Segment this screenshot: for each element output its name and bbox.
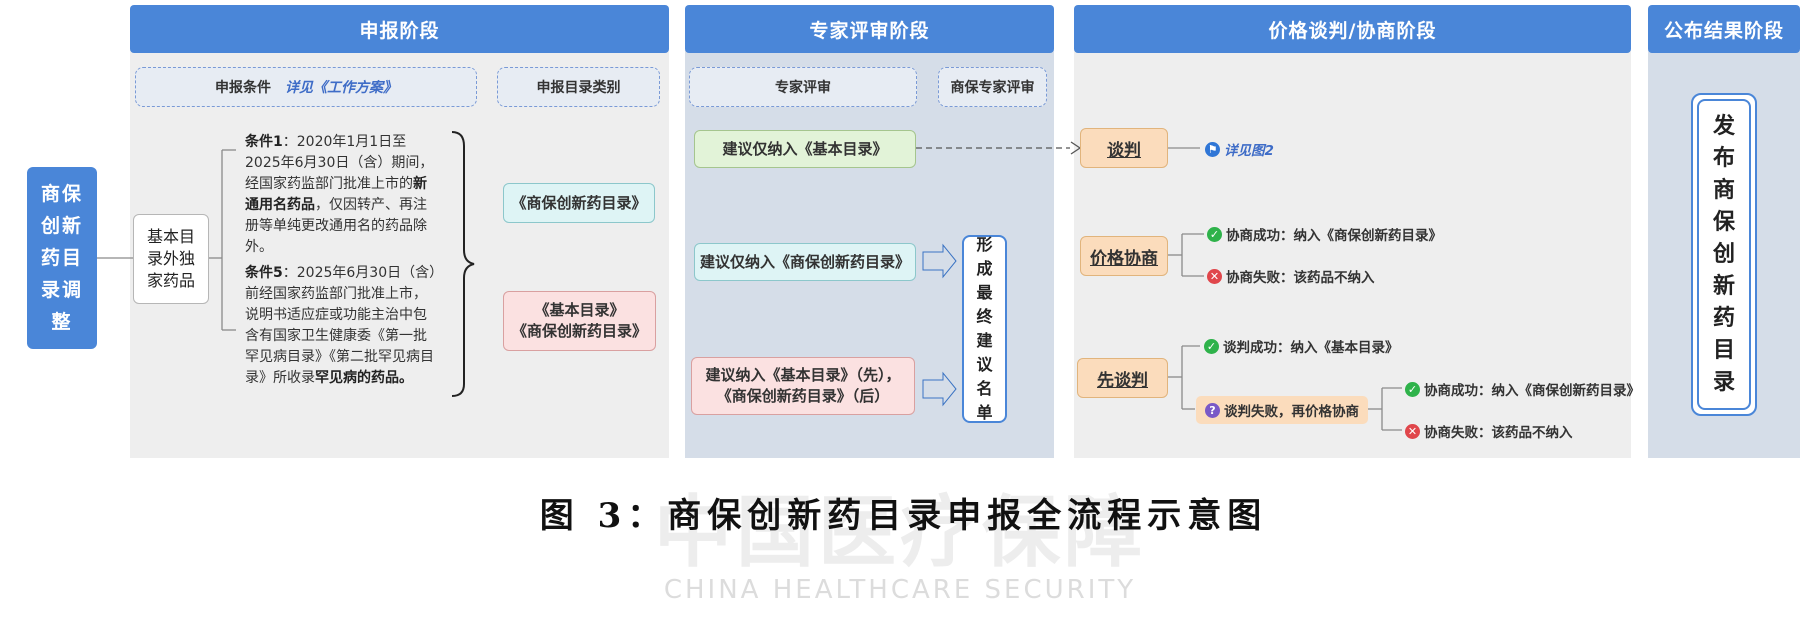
conditions-link[interactable]: 详见《工作方案》 [285, 80, 397, 96]
publish-char-2: 布 [1712, 145, 1735, 171]
suggestion-both-line-1: 建议纳入《基本目录》（先）， [705, 366, 901, 384]
review-sub-insurance-expert: 商保专家评审 [938, 67, 1047, 107]
negotiation-link[interactable]: ⚑详见图2 [1205, 139, 1325, 159]
figure-caption: 图 3：商保创新药目录申报全流程示意图 [539, 496, 1268, 536]
publish-char-8: 目 [1712, 337, 1735, 363]
final-char-4: 终 [976, 307, 993, 326]
publish-char-5: 创 [1712, 241, 1735, 267]
final-char-5: 建 [976, 331, 993, 350]
consult-success-text: 协商成功：纳入《商保创新药目录》 [1226, 228, 1442, 244]
suggestion-both: 建议纳入《基本目录》（先）， 《商保创新药目录》（后） [691, 357, 915, 415]
then-consult-fail: ✕协商失败：该药品不纳入 [1405, 421, 1605, 441]
condition-1: 条件1：2020年1月1日至2025年6月30日（含）期间，经国家药监部门批准上… [245, 132, 437, 255]
category-basic-line: 《基本目录》 [534, 301, 625, 319]
condition-1-bold: 新通用名药品 [245, 176, 427, 213]
publish-char-4: 保 [1712, 209, 1735, 235]
publish-char-3: 商 [1712, 177, 1735, 203]
category-innovative: 《商保创新药目录》 [503, 183, 655, 223]
suggestion-basic-only: 建议仅纳入《基本目录》 [694, 130, 916, 168]
consult-fail: ✕协商失败：该药品不纳入 [1207, 266, 1407, 286]
question-icon: ? [1205, 402, 1220, 418]
final-char-1: 形 [976, 235, 993, 254]
stage-header-review: 专家评审阶段 [685, 5, 1054, 53]
talk-fail: ?谈判失败，再价格协商 [1196, 396, 1368, 424]
consult-fail-text: 协商失败：该药品不纳入 [1226, 270, 1375, 286]
final-list-box: 形 成 最 终 建 议 名 单 [962, 235, 1007, 423]
suggestion-innovative-only: 建议仅纳入《商保创新药目录》 [694, 243, 916, 281]
apply-conditions-header: 申报条件 详见《工作方案》 [135, 67, 477, 107]
category-basic-and-innovative: 《基本目录》 《商保创新药目录》 [503, 291, 656, 351]
cross-icon: ✕ [1405, 423, 1420, 439]
review-sub-expert: 专家评审 [689, 67, 917, 107]
consult-success: ✓协商成功：纳入《商保创新药目录》 [1207, 224, 1442, 244]
publish-box: 发 布 商 保 创 新 药 目 录 [1697, 99, 1751, 410]
check-icon: ✓ [1207, 226, 1222, 242]
final-char-6: 议 [976, 355, 993, 374]
talk-success: ✓谈判成功：纳入《基本目录》 [1204, 336, 1404, 356]
stage-header-negotiate: 价格谈判/协商阶段 [1074, 5, 1631, 53]
negotiation-box: 谈判 [1080, 128, 1168, 168]
left-box-adjustment: 商保 创新 药目 录调 整 [27, 167, 97, 349]
then-consult-success: ✓协商成功：纳入《商保创新药目录》 [1405, 379, 1640, 399]
left-box-line-3: 药目 [40, 247, 83, 269]
condition-5-text-a: ：2025年6月30日（含）前经国家药监部门批准上市，说明书适应症或功能主治中包… [245, 265, 437, 386]
publish-char-1: 发 [1712, 113, 1735, 139]
left-box-line-2: 创新 [40, 215, 83, 237]
price-consult-box: 价格协商 [1080, 236, 1168, 276]
category-label: 申报目录类别 [536, 80, 621, 96]
watermark-en: CHINA HEALTHCARE SECURITY [663, 575, 1137, 605]
final-char-3: 最 [976, 283, 993, 302]
condition-5-bold: 罕见病的药品。 [315, 370, 413, 386]
final-char-7: 名 [976, 379, 993, 398]
check-icon: ✓ [1204, 338, 1219, 354]
talk-success-text: 谈判成功：纳入《基本目录》 [1223, 340, 1399, 356]
check-icon: ✓ [1405, 381, 1420, 397]
flag-icon: ⚑ [1205, 141, 1220, 157]
publish-char-6: 新 [1712, 273, 1735, 299]
connector-lines [97, 131, 1402, 431]
drug-type-box: 基本目录外独家药品 [133, 214, 209, 304]
left-box-line-1: 商保 [40, 183, 83, 205]
category-innovative-line: 《商保创新药目录》 [511, 322, 647, 340]
drug-type-label: 基本目录外独家药品 [146, 227, 195, 290]
condition-1-title: 条件1 [245, 134, 283, 150]
stage-header-apply: 申报阶段 [130, 5, 669, 53]
left-box-line-5: 整 [51, 311, 73, 333]
condition-1-text-a: ：2020年1月1日至2025年6月30日（含）期间，经国家药监部门批准上市的 [245, 134, 434, 192]
first-negotiate-box: 先谈判 [1077, 358, 1168, 398]
cross-icon: ✕ [1207, 268, 1222, 284]
left-box-line-4: 录调 [40, 279, 83, 301]
final-char-8: 单 [976, 403, 993, 422]
condition-5: 条件5：2025年6月30日（含）前经国家药监部门批准上市，说明书适应症或功能主… [245, 263, 437, 395]
stage-header-publish: 公布结果阶段 [1648, 5, 1800, 53]
watermark-cn: 中国医疗保障 [653, 488, 1146, 578]
then-consult-success-text: 协商成功：纳入《商保创新药目录》 [1424, 383, 1640, 399]
final-char-2: 成 [976, 259, 993, 278]
negotiation-link-text[interactable]: 详见图2 [1224, 143, 1274, 159]
conditions-label: 申报条件 [215, 80, 271, 96]
suggestion-both-line-2: 《商保创新药目录》（后） [716, 387, 890, 405]
apply-column [130, 50, 669, 458]
talk-fail-text: 谈判失败，再价格协商 [1224, 404, 1359, 420]
publish-char-9: 录 [1712, 369, 1735, 395]
apply-category-header: 申报目录类别 [497, 67, 660, 107]
publish-char-7: 药 [1712, 305, 1735, 331]
condition-1-text-b: ，仅因转产、再注册等单纯更改通用名的药品除外。 [245, 197, 427, 255]
then-consult-fail-text: 协商失败：该药品不纳入 [1424, 425, 1573, 441]
condition-5-title: 条件5 [245, 265, 283, 281]
